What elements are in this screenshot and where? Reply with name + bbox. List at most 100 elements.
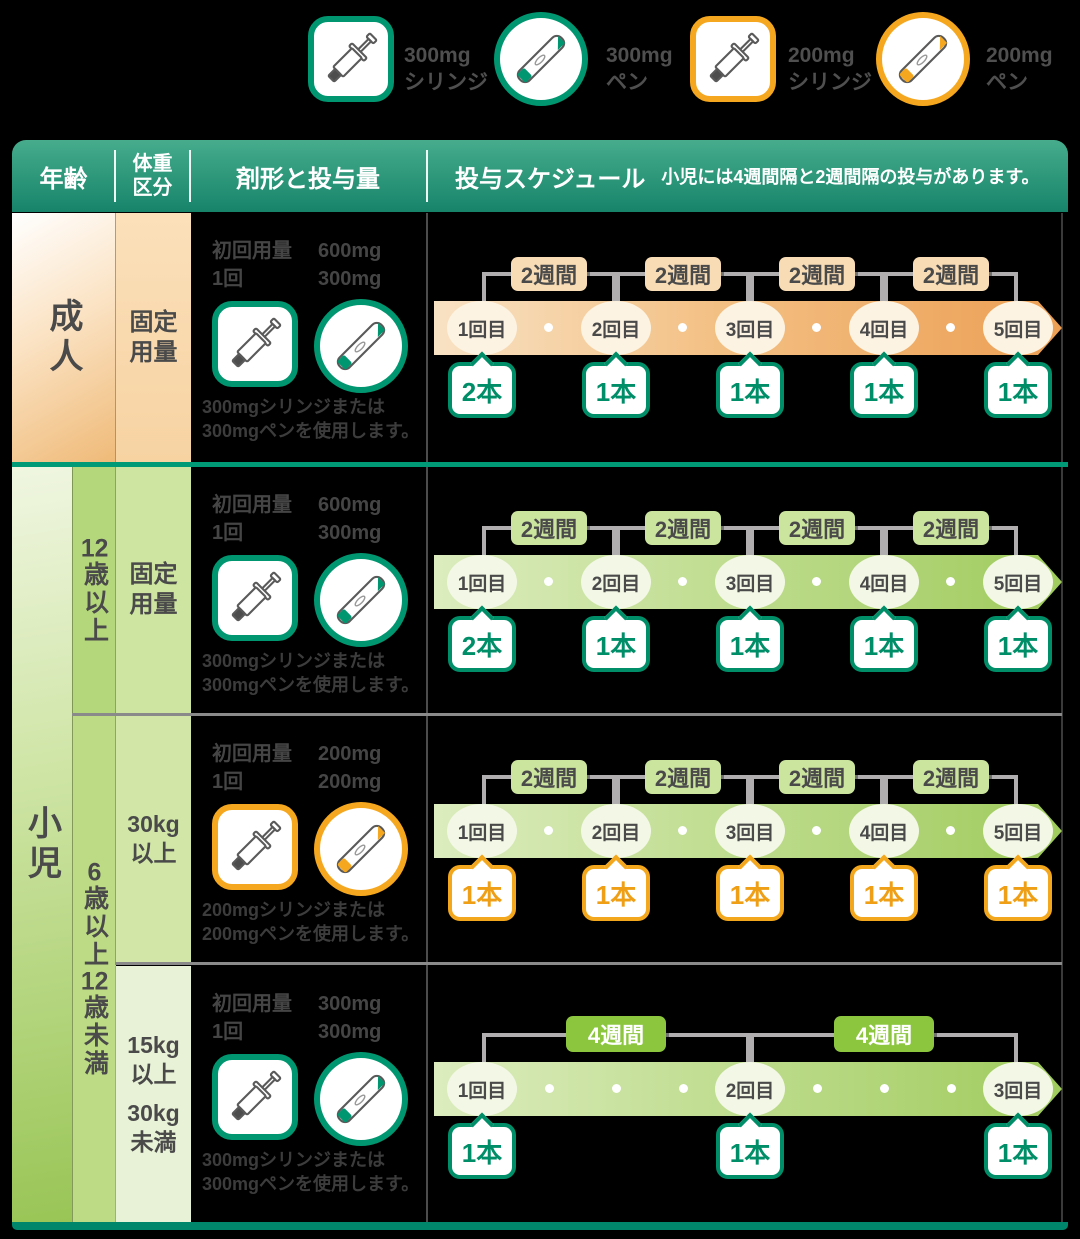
syringe-icon	[212, 301, 298, 387]
dose-count-box: 1本	[716, 865, 784, 921]
pen-icon	[314, 802, 408, 896]
pen-icon	[314, 553, 408, 647]
dose-marker: 1回目	[447, 301, 517, 355]
timeline-dot	[678, 323, 687, 332]
dose-marker: 5回目	[983, 555, 1053, 609]
timeline-dot	[812, 826, 821, 835]
dose-marker: 3回目	[715, 804, 785, 858]
interval-badge: 4週間	[566, 1016, 666, 1052]
timeline-dot	[946, 826, 955, 835]
syringe-icon	[212, 555, 298, 641]
dose-count-box: 1本	[850, 616, 918, 672]
timeline-dot	[545, 1084, 554, 1093]
dose-count-box: 1本	[850, 865, 918, 921]
interval-badge: 2週間	[645, 257, 721, 291]
interval-badge: 2週間	[779, 511, 855, 545]
dose-marker: 2回目	[581, 301, 651, 355]
section-divider-teal	[12, 462, 1068, 467]
timeline-dot	[812, 577, 821, 586]
header-schedule: 投与スケジュール 小児には4週間隔と2週間隔の投与があります。	[455, 140, 1055, 212]
dose-count-box: 1本	[582, 865, 650, 921]
age-cell-child-12plus: 12歳以上	[72, 467, 116, 713]
dose-marker: 4回目	[849, 555, 919, 609]
legend-label: 300mg シリンジ	[404, 44, 488, 94]
interval-badge: 2週間	[511, 257, 587, 291]
dose-marker: 4回目	[849, 301, 919, 355]
form-caption: 200mgシリンジまたは 200mgペンを使用します。	[202, 900, 420, 944]
dose-count-box: 1本	[448, 865, 516, 921]
timeline-dot	[812, 323, 821, 332]
dose-marker: 2回目	[715, 1062, 785, 1116]
pen-icon	[314, 1052, 408, 1146]
interval-badge: 2週間	[779, 257, 855, 291]
dose-count-box: 2本	[448, 616, 516, 672]
dose-count-box: 1本	[716, 362, 784, 418]
timeline-dot	[544, 826, 553, 835]
dose-marker: 3回目	[715, 301, 785, 355]
dose-marker: 4回目	[849, 804, 919, 858]
age-cell-child: 小児	[12, 467, 72, 1222]
table-bottom-bar	[12, 1222, 1068, 1230]
header-separator	[114, 150, 116, 202]
interval-badge: 2週間	[913, 257, 989, 291]
dose-count-box: 1本	[582, 616, 650, 672]
table-right-edge	[1061, 213, 1063, 1222]
interval-badge: 4週間	[834, 1016, 934, 1052]
pen-icon	[494, 12, 588, 106]
dose-count-box: 1本	[850, 362, 918, 418]
column-divider	[426, 213, 428, 1222]
dose-marker: 2回目	[581, 804, 651, 858]
form-caption: 300mgシリンジまたは 300mgペンを使用します。	[202, 651, 420, 695]
dose-count-box: 1本	[984, 1123, 1052, 1179]
syringe-icon	[212, 804, 298, 890]
header-age: 年齢	[39, 165, 88, 193]
syringe-icon	[690, 16, 776, 102]
dose-count-box: 1本	[716, 616, 784, 672]
legend-label: 200mg ペン	[986, 44, 1053, 94]
timeline-dot	[678, 577, 687, 586]
dose-count-box: 1本	[716, 1123, 784, 1179]
timeline-dot	[880, 1084, 889, 1093]
interval-badge: 2週間	[511, 760, 587, 794]
syringe-icon	[212, 1054, 298, 1140]
header-form: 剤形と投与量	[236, 165, 380, 193]
interval-badge: 2週間	[779, 760, 855, 794]
pen-icon	[314, 299, 408, 393]
age-cell-adult: 成人	[12, 213, 115, 462]
dose-marker: 5回目	[983, 804, 1053, 858]
pen-icon	[876, 12, 970, 106]
legend-label: 300mg ペン	[606, 44, 673, 94]
header-schedule-note: 小児には4週間隔と2週間隔の投与があります。	[661, 167, 1040, 187]
weight-cell-child-12plus: 固定用量	[115, 467, 191, 713]
timeline-dot	[612, 1084, 621, 1093]
weight-cell-adult: 固定用量	[115, 213, 191, 462]
timeline-dot	[947, 1084, 956, 1093]
row-divider	[115, 962, 1062, 965]
dose-marker: 1回目	[447, 555, 517, 609]
dose-count-box: 2本	[448, 362, 516, 418]
timeline-dot	[544, 323, 553, 332]
dose-count-box: 1本	[984, 616, 1052, 672]
interval-badge: 2週間	[645, 760, 721, 794]
timeline-dot	[678, 826, 687, 835]
legend-label: 200mg シリンジ	[788, 44, 872, 94]
dose-marker: 3回目	[983, 1062, 1053, 1116]
timeline-dot	[946, 323, 955, 332]
dose-marker: 2回目	[581, 555, 651, 609]
timeline-dot	[679, 1084, 688, 1093]
table-header	[12, 140, 1068, 212]
age-cell-child-6-12: 6歳以上12歳未満	[72, 716, 116, 1222]
dose-count-box: 1本	[984, 865, 1052, 921]
syringe-icon	[308, 16, 394, 102]
dose-marker: 1回目	[447, 1062, 517, 1116]
interval-badge: 2週間	[913, 511, 989, 545]
dose-marker: 1回目	[447, 804, 517, 858]
form-caption: 300mgシリンジまたは 300mgペンを使用します。	[202, 1150, 420, 1194]
dose-count-box: 1本	[448, 1123, 516, 1179]
dose-marker: 5回目	[983, 301, 1053, 355]
dose-count-box: 1本	[582, 362, 650, 418]
